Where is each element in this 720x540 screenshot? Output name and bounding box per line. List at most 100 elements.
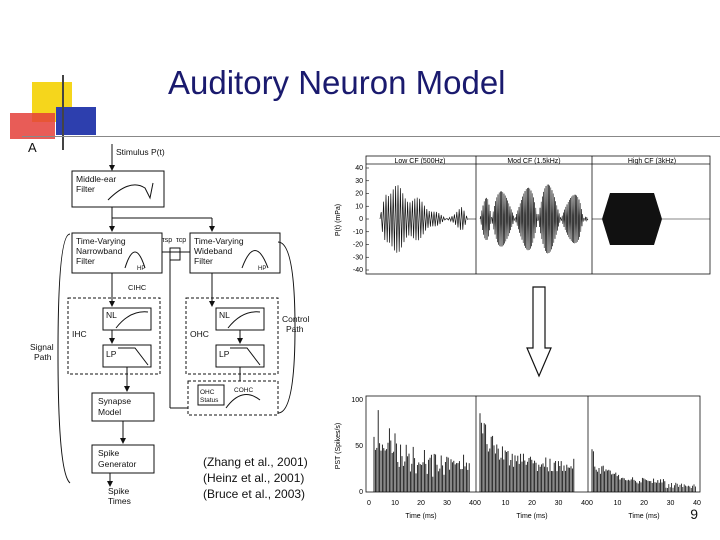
citation: (Bruce et al., 2003) (203, 487, 306, 501)
citations: (Zhang et al., 2001) (Heinz et al., 2001… (203, 454, 308, 502)
y-tick-label: -20 (353, 242, 363, 249)
y-tick-label: 30 (355, 178, 363, 185)
svg-text:Path: Path (34, 352, 52, 362)
top-y-ticks: 40 30 20 10 0 -10 -20 -30 -40 (353, 165, 369, 274)
y-tick-label: 40 (355, 165, 363, 172)
waveform-low-cf (379, 185, 468, 253)
y-tick-label: 0 (359, 216, 363, 223)
svg-text:Filter: Filter (76, 256, 95, 266)
tau-cp-label: τcp (176, 237, 186, 244)
x-tick-label: 10 (614, 500, 622, 507)
spike-generator-block: Spike Generator (91, 444, 155, 474)
waveform-mod-cf (479, 184, 589, 254)
bottom-ylabel: PST (Spikes/s) (335, 423, 342, 470)
x-tick-label: 20 (417, 500, 425, 507)
y-tick-label: 10 (355, 203, 363, 210)
x-tick-label: 30 (443, 500, 451, 507)
ohc-lp-block: LP (215, 344, 265, 368)
deco-red-square (10, 113, 55, 139)
bottom-xlabel-2: Time (ms) (516, 513, 547, 520)
ihc-label: IHC (72, 329, 87, 339)
signal-path-label: Signal (30, 342, 54, 352)
c-ihc-label: CIHC (128, 283, 147, 292)
svg-text:Generator: Generator (98, 459, 136, 469)
wideband-filter-block: Time-Varying Wideband Filter HP (189, 232, 281, 274)
control-path-label: Control (282, 314, 310, 324)
citation: (Zhang et al., 2001) (203, 455, 308, 469)
middle-ear-filter-block: Middle-ear Filter (71, 170, 165, 208)
svg-text:Model: Model (98, 407, 121, 417)
svg-text:HP: HP (258, 266, 266, 272)
y-tick-label: -10 (353, 229, 363, 236)
svg-text:Filter: Filter (194, 256, 213, 266)
y-tick-label: 50 (355, 443, 363, 450)
y-tick-label: 0 (359, 489, 363, 496)
x-tick-label: 20 (528, 500, 536, 507)
ohc-nl-block: NL (215, 307, 265, 331)
svg-text:LP: LP (106, 349, 117, 359)
panel-title-low: Low CF (500Hz) (395, 158, 446, 165)
c-ohc-label: COHC (234, 387, 253, 394)
deco-horizontal-line (22, 136, 720, 137)
citation: (Heinz et al., 2001) (203, 471, 305, 485)
ohc-group (185, 297, 279, 375)
svg-text:Status: Status (200, 397, 219, 404)
ihc-group (67, 297, 161, 375)
ohc-status-block: OHC Status (197, 384, 225, 406)
svg-text:HP: HP (137, 266, 145, 272)
svg-text:Time-Varying: Time-Varying (194, 236, 244, 246)
deco-vertical-line (62, 75, 64, 150)
ihc-lp-block: LP (102, 344, 152, 368)
top-waveforms (379, 184, 710, 254)
x-tick-label: 20 (640, 500, 648, 507)
bottom-xlabel-3: Time (ms) (628, 513, 659, 520)
svg-text:NL: NL (219, 310, 230, 320)
x-tick-label: 30 (555, 500, 563, 507)
tau-sp-label: τsp (162, 237, 172, 244)
x-tick-label: 30 (667, 500, 675, 507)
slide-title: Auditory Neuron Model (168, 64, 506, 101)
panel-title-mod: Mod CF (1.5kHz) (507, 158, 560, 165)
x-tick-label: 0 (477, 500, 481, 507)
y-tick-label: -40 (353, 267, 363, 274)
x-tick-label: 0 (367, 500, 371, 507)
svg-text:Spike: Spike (98, 448, 120, 458)
svg-text:Middle-ear: Middle-ear (76, 174, 116, 184)
ohc-label: OHC (190, 329, 209, 339)
ihc-nl-block: NL (102, 307, 152, 331)
stimulus-waveform-chart: Low CF (500Hz) Mod CF (1.5kHz) High CF (… (335, 155, 711, 275)
svg-text:LP: LP (219, 349, 230, 359)
ohc-status-group (187, 380, 279, 416)
top-ylabel: P(t) (mPa) (335, 204, 342, 236)
y-tick-label: 20 (355, 191, 363, 198)
y-tick-label: -30 (353, 254, 363, 261)
waveform-high-cf (602, 193, 662, 245)
x-tick-label: 40 (693, 500, 701, 507)
svg-text:Times: Times (108, 496, 131, 506)
svg-text:Time-Varying: Time-Varying (76, 236, 126, 246)
down-arrow-icon (526, 286, 552, 378)
pst-bars (373, 410, 696, 492)
svg-text:Path: Path (286, 324, 304, 334)
spike-times-label: Spike (108, 486, 130, 496)
page-number: 9 (690, 506, 698, 522)
svg-text:OHC: OHC (200, 389, 215, 396)
svg-text:Filter: Filter (76, 184, 95, 194)
svg-text:Narrowband: Narrowband (76, 246, 123, 256)
auditory-model-diagram: A Stimulus P(t) Middle-ear Filter Time-V… (28, 140, 310, 506)
bottom-xlabel-1: Time (ms) (405, 513, 436, 520)
narrowband-filter-block: Time-Varying Narrowband Filter HP (71, 232, 163, 274)
x-tick-label: 40 (469, 500, 477, 507)
x-tick-label: 40 (581, 500, 589, 507)
x-tick-label: 10 (502, 500, 510, 507)
svg-text:NL: NL (106, 310, 117, 320)
stimulus-label: Stimulus P(t) (116, 147, 165, 157)
panel-letter: A (28, 140, 37, 155)
svg-text:Synapse: Synapse (98, 396, 131, 406)
panel-title-high: High CF (3kHz) (628, 158, 676, 165)
synapse-model-block: Synapse Model (91, 392, 155, 422)
svg-text:Wideband: Wideband (194, 246, 233, 256)
